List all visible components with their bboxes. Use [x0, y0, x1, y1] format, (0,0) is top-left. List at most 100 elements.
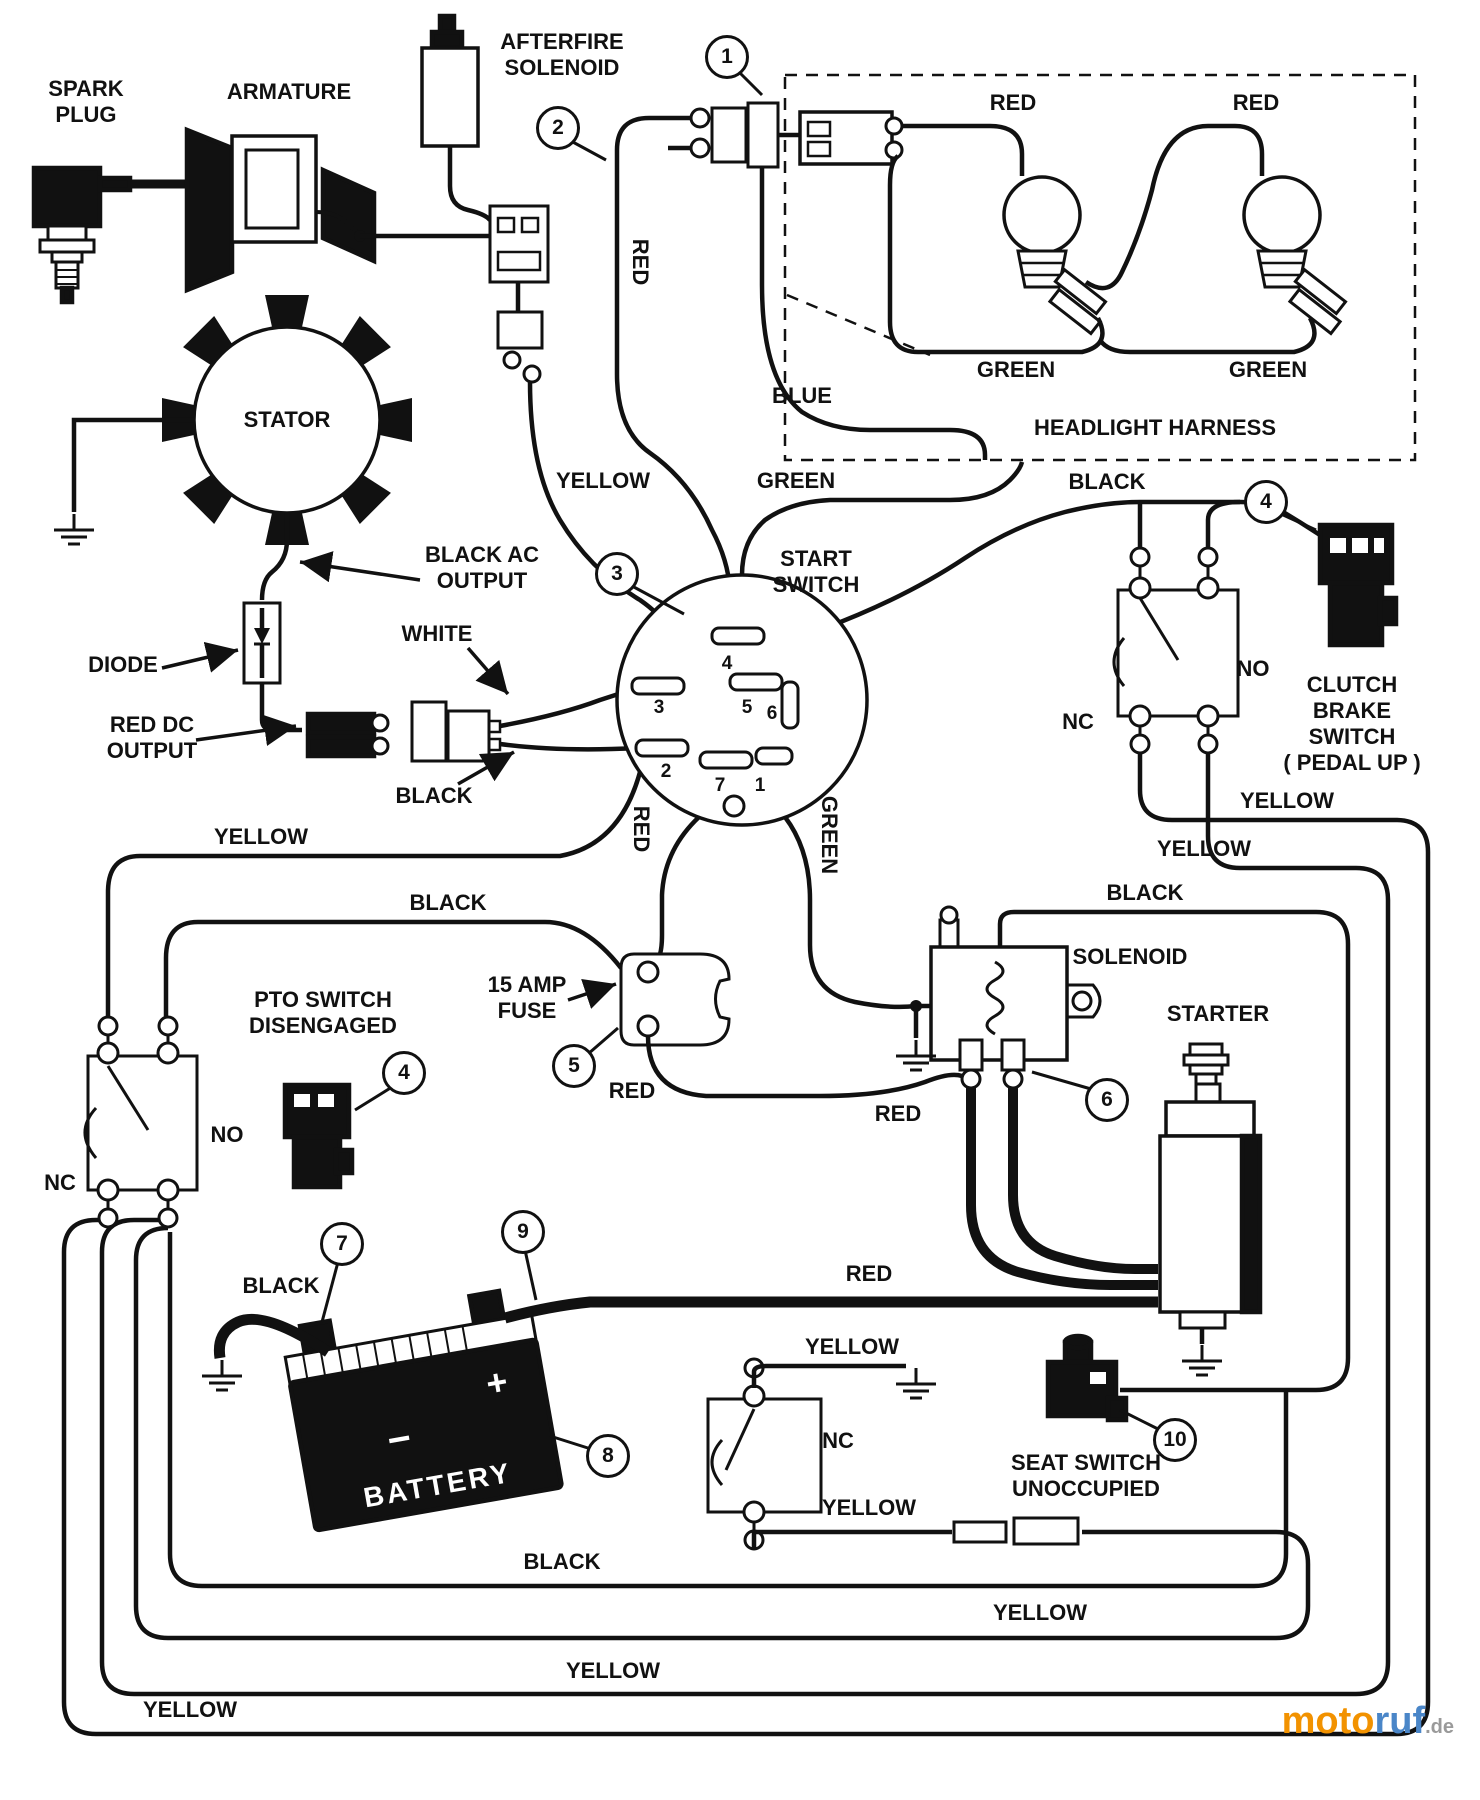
afterfire-label: AFTERFIRE SOLENOID: [500, 29, 624, 80]
ground-icon: [54, 514, 94, 546]
pto-switch: [83, 1015, 199, 1229]
wire-label-black-bottom: BLACK: [523, 1549, 601, 1575]
switch-pin-5: 5: [741, 697, 753, 718]
wire-label-green-switch: GREEN: [816, 795, 842, 875]
wire-label-yellow-right-2: YELLOW: [1156, 836, 1252, 862]
spark-plug-label: SPARK PLUG: [48, 76, 124, 127]
callout-4-clutch: 4: [1244, 480, 1288, 524]
black-connector-label: BLACK: [395, 783, 473, 809]
fuse-15amp: [619, 952, 731, 1047]
wire-label-yellow-right-1: YELLOW: [1239, 788, 1335, 814]
wire-red-top: [614, 115, 733, 626]
wire-black-top: [787, 499, 1322, 681]
wire-label-yellow-seat-bottom: YELLOW: [821, 1495, 917, 1521]
wire-label-black-right: BLACK: [1106, 880, 1184, 906]
switch-pin-4: 4: [721, 653, 733, 674]
armature: [184, 126, 540, 294]
black-conn-arrow: [457, 750, 515, 786]
wire-label-red-fuse: RED: [608, 1078, 656, 1104]
callout-3-leader: [631, 584, 685, 616]
callout-4-pto: 4: [382, 1051, 426, 1095]
callout-10: 10: [1153, 1418, 1197, 1462]
callout-3: 3: [595, 552, 639, 596]
wire-yellow-mid: [527, 381, 658, 615]
pto-switch-label: PTO SWITCH DISENGAGED: [249, 987, 397, 1038]
ground-icon: [202, 1360, 242, 1392]
pto-connector: [282, 1082, 355, 1190]
ground-icon: [896, 1040, 936, 1072]
watermark-part1: moto: [1281, 1700, 1375, 1742]
ground-icon: [896, 1368, 936, 1400]
start-switch: [615, 573, 869, 827]
wire-label-red-battery: RED: [845, 1261, 893, 1287]
wire-label-yellow-bottom-1: YELLOW: [992, 1600, 1088, 1626]
starter-label: STARTER: [1166, 1001, 1270, 1027]
wire-label-green-2: GREEN: [1228, 357, 1308, 383]
wire-blue: [759, 167, 988, 460]
spark-plug: [31, 165, 133, 305]
cable-solenoid-starter-1: [966, 1088, 1158, 1290]
wire-green-switch: [783, 815, 917, 1010]
diode-label: DIODE: [88, 652, 158, 678]
stator-label: STATOR: [243, 407, 331, 433]
wire-label-green-mid: GREEN: [756, 468, 836, 494]
headlight-harness-label: HEADLIGHT HARNESS: [1033, 415, 1277, 441]
wire-label-red-1: RED: [989, 90, 1037, 116]
seat-switch-connector: [1045, 1333, 1129, 1423]
connector-top: [668, 101, 800, 169]
callout-7: 7: [320, 1222, 364, 1266]
switch-pin-3: 3: [653, 697, 665, 718]
seat-switch-label: SEAT SWITCH UNOCCUPIED: [1011, 1450, 1161, 1501]
watermark-suffix: .de: [1425, 1716, 1454, 1738]
pto-nc-label: NC: [44, 1170, 76, 1196]
wire-label-black-top: BLACK: [1068, 469, 1146, 495]
wire-red-headlight-2: [1084, 123, 1265, 291]
wire-label-yellow-bottom-2: YELLOW: [565, 1658, 661, 1684]
cable-battery-ground: [213, 1313, 332, 1359]
white-label: WHITE: [401, 621, 473, 647]
inline-connector-2: [1012, 1516, 1080, 1546]
wire-red-switch: [651, 815, 701, 967]
wire-label-red-switch: RED: [628, 805, 654, 853]
solenoid: [896, 905, 1102, 1090]
stator: [54, 295, 412, 601]
switch-pin-7: 7: [714, 775, 726, 796]
clutch-brake-switch: [1112, 546, 1240, 755]
switch-pin-1: 1: [754, 775, 766, 796]
wire-clutch-connector4: [1205, 499, 1241, 548]
wire-green-mid: [739, 461, 1025, 576]
wire-black-left: [163, 919, 623, 1017]
wire-yellow-seat-bottom: [751, 1529, 952, 1549]
wire-label-yellow-mid: YELLOW: [555, 468, 651, 494]
diode: [242, 601, 302, 733]
wire-label-red-solenoid: RED: [874, 1101, 922, 1127]
pto-no-label: NO: [210, 1122, 244, 1148]
wire-label-green-1: GREEN: [976, 357, 1056, 383]
watermark: motoruf.de: [1282, 1700, 1454, 1743]
wire-green-headlight-2: [1098, 316, 1317, 355]
wire-loop-yellow-outer: [61, 753, 1431, 1737]
switch-pin-6: 6: [766, 703, 778, 724]
watermark-part2: ruf: [1374, 1700, 1426, 1742]
ground-icon: [1182, 1345, 1222, 1377]
wire-yellow-left: [105, 771, 643, 1017]
white-arrow: [466, 646, 510, 696]
connector-4: [1317, 522, 1399, 648]
black-ac-arrow: [299, 551, 421, 583]
headlight-bulb-left: [1002, 175, 1108, 336]
wire-red-headlight-1: [902, 123, 1025, 176]
solenoid-label: SOLENOID: [1072, 944, 1188, 970]
connector-afterfire: [488, 204, 550, 384]
black-ac-output-label: BLACK AC OUTPUT: [424, 542, 540, 593]
clutch-brake-switch-label: CLUTCH BRAKE SWITCH ( PEDAL UP ): [1283, 672, 1421, 775]
red-dc-output-label: RED DC OUTPUT: [106, 712, 198, 763]
clutch-nc-label: NC: [1062, 709, 1094, 735]
fuse-label: 15 AMP FUSE: [487, 972, 567, 1023]
cable-battery-starter: [503, 1296, 1158, 1324]
afterfire-solenoid: [420, 13, 492, 222]
wire-loop-yellow-inner: [99, 753, 1391, 1697]
callout-leaders: [320, 69, 1317, 1451]
wire-yellow-seat-top: [751, 1363, 906, 1388]
callout-5: 5: [552, 1044, 596, 1088]
wire-label-red-2: RED: [1232, 90, 1280, 116]
